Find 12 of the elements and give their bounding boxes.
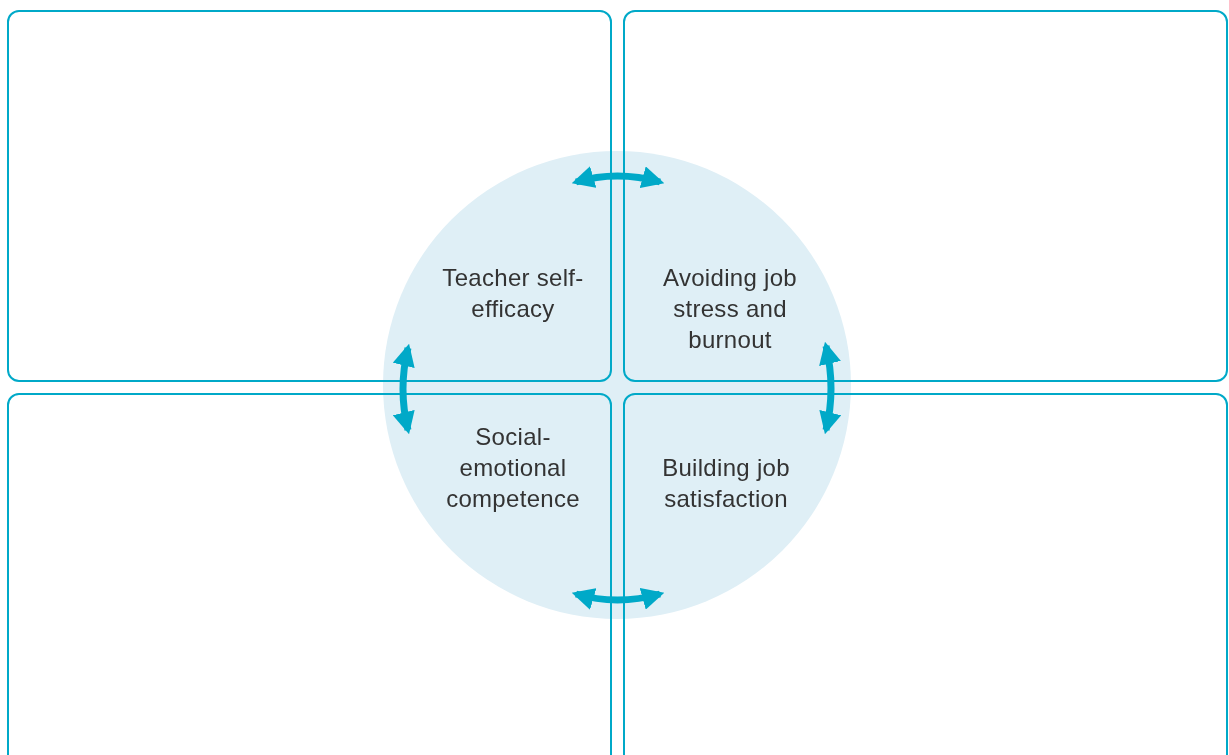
double-arrow	[818, 341, 841, 435]
quadrant-box	[7, 393, 612, 755]
quadrant-label: Building job satisfaction	[661, 453, 791, 514]
quadrant-box	[7, 10, 612, 382]
quadrant-box	[623, 10, 1228, 382]
double-arrow	[571, 587, 665, 610]
quadrant-label: Avoiding job stress and burnout	[662, 263, 798, 355]
quadrant-box	[623, 393, 1228, 755]
double-arrow	[571, 166, 665, 189]
double-arrow	[393, 343, 415, 435]
quadrant-label: Teacher self-efficacy	[441, 263, 585, 324]
quadrant-label: Social-emotional competence	[445, 422, 581, 514]
